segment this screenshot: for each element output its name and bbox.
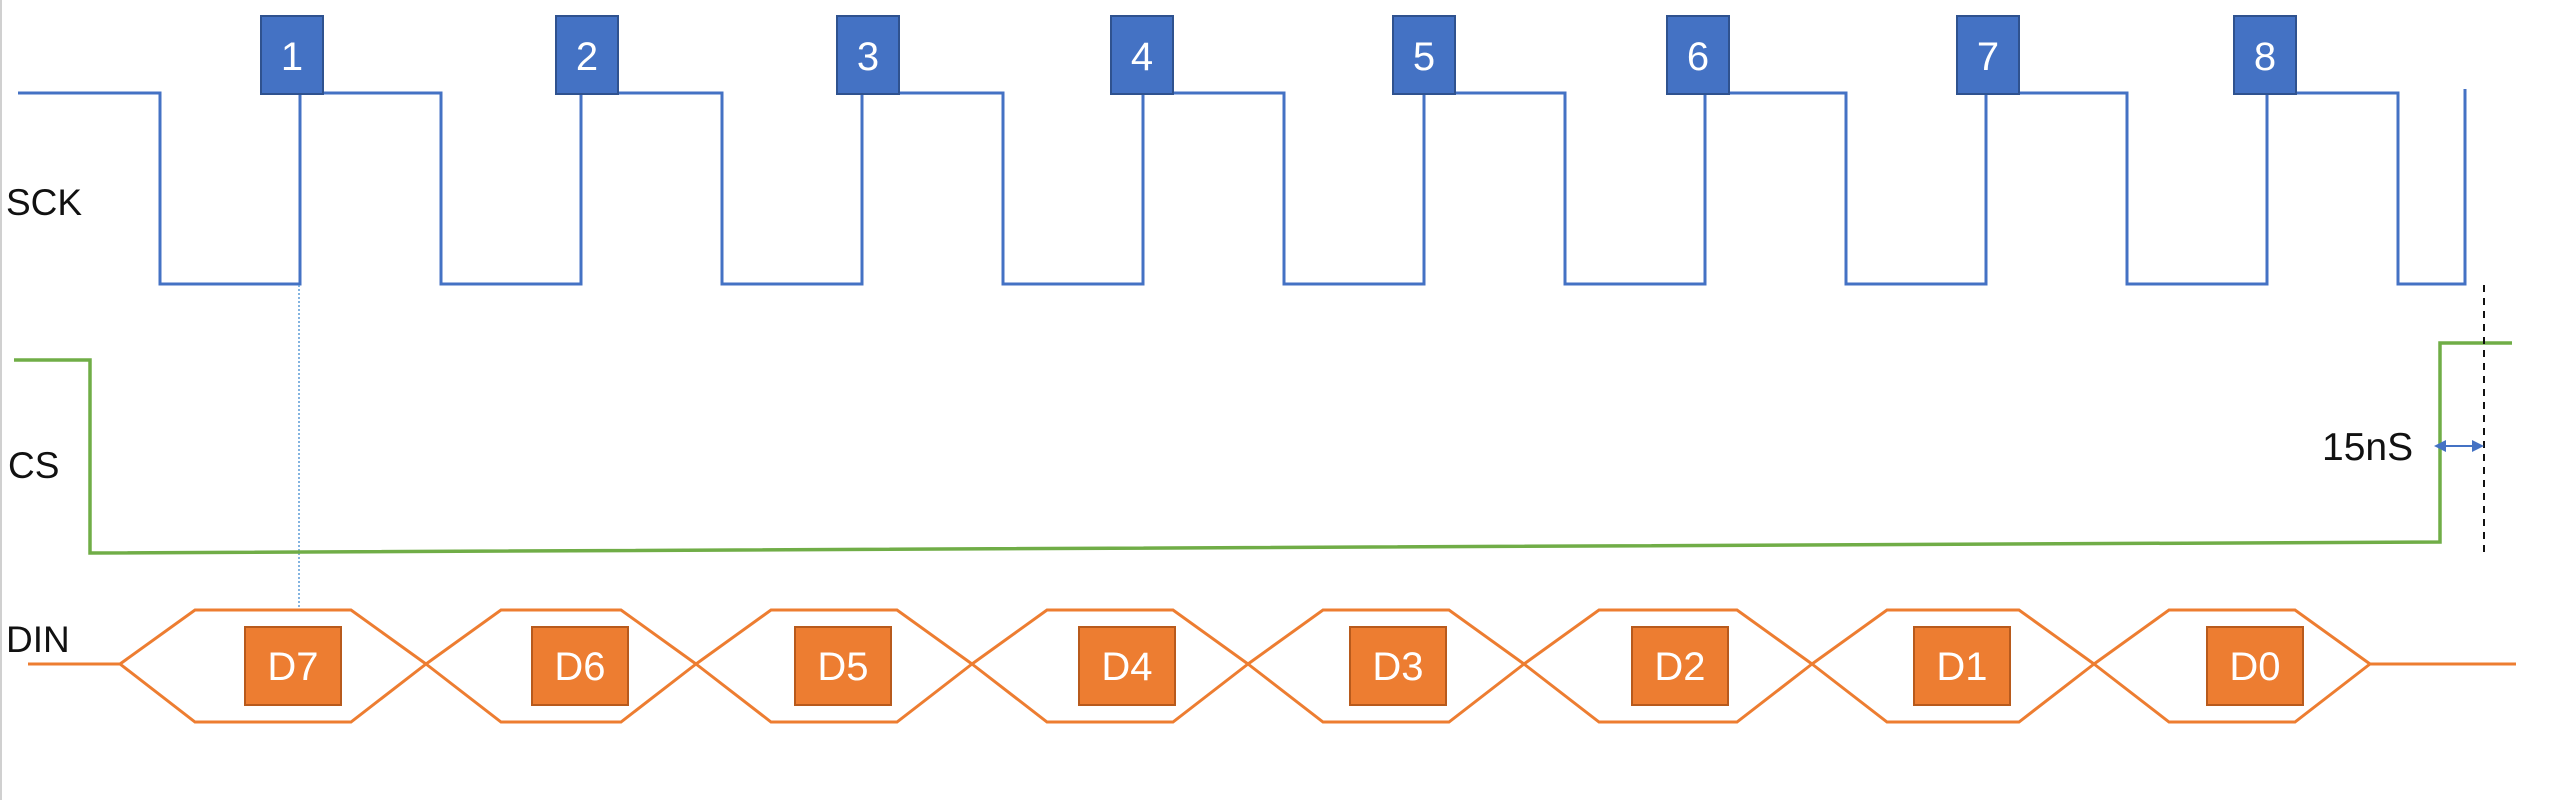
data-bit-box: D5 xyxy=(794,626,892,706)
data-bit-box: D2 xyxy=(1631,626,1729,706)
timing-note: 15nS xyxy=(2322,426,2413,469)
clock-edge-box: 8 xyxy=(2233,15,2297,95)
din-waveform xyxy=(28,608,2516,724)
clock-edge-rect xyxy=(555,15,619,95)
data-bit-boxes: D7 D6 D5 D4 D3 D2 D1 D0 xyxy=(244,626,2304,706)
clock-edge-label: 6 xyxy=(1687,35,1709,79)
din-eye-lines xyxy=(28,608,2516,724)
clock-edge-rect xyxy=(260,15,324,95)
data-bit-label: D4 xyxy=(1101,645,1152,689)
clock-edge-rect xyxy=(1392,15,1456,95)
din-label: DIN xyxy=(6,619,70,660)
data-bit-box: D7 xyxy=(244,626,342,706)
data-bit-label: D3 xyxy=(1372,645,1423,689)
cs-label: CS xyxy=(8,445,59,486)
sck-label: SCK xyxy=(6,182,82,223)
clock-edge-label: 2 xyxy=(576,35,598,79)
clock-edge-box: 3 xyxy=(836,15,900,95)
clock-edge-label: 5 xyxy=(1413,35,1435,79)
clock-edge-rect xyxy=(1956,15,2020,95)
clock-edge-label: 7 xyxy=(1977,35,1999,79)
data-bit-label: D1 xyxy=(1936,645,1987,689)
data-bit-rect xyxy=(2206,626,2304,706)
data-bit-rect xyxy=(244,626,342,706)
data-bit-box: D4 xyxy=(1078,626,1176,706)
clock-edge-label: 4 xyxy=(1131,35,1153,79)
clock-edge-label: 1 xyxy=(281,35,303,79)
data-bit-rect xyxy=(794,626,892,706)
data-bit-rect xyxy=(1078,626,1176,706)
clock-edge-box: 6 xyxy=(1666,15,1730,95)
data-bit-box: D3 xyxy=(1349,626,1447,706)
timing-arrow xyxy=(2434,440,2484,452)
data-bit-label: D2 xyxy=(1654,645,1705,689)
clock-edge-rect xyxy=(836,15,900,95)
sck-waveform xyxy=(18,89,2467,286)
cs-waveform xyxy=(14,341,2512,555)
data-bit-label: D0 xyxy=(2229,645,2280,689)
data-bit-box: D0 xyxy=(2206,626,2304,706)
data-bit-rect xyxy=(1631,626,1729,706)
clock-edge-box: 5 xyxy=(1392,15,1456,95)
clock-edge-boxes: 1 2 3 4 5 6 7 8 xyxy=(260,15,2297,95)
clock-edge-rect xyxy=(1110,15,1174,95)
clock-edge-box: 7 xyxy=(1956,15,2020,95)
data-bit-box: D1 xyxy=(1913,626,2011,706)
data-bit-label: D6 xyxy=(554,645,605,689)
data-bit-rect xyxy=(531,626,629,706)
data-bit-rect xyxy=(1913,626,2011,706)
clock-edge-rect xyxy=(2233,15,2297,95)
clock-edge-label: 8 xyxy=(2254,35,2276,79)
clock-edge-label: 3 xyxy=(857,35,879,79)
data-bit-box: D6 xyxy=(531,626,629,706)
clock-edge-box: 4 xyxy=(1110,15,1174,95)
clock-edge-rect xyxy=(1666,15,1730,95)
data-bit-label: D5 xyxy=(817,645,868,689)
data-bit-label: D7 xyxy=(267,645,318,689)
clock-edge-box: 1 xyxy=(260,15,324,95)
clock-edge-box: 2 xyxy=(555,15,619,95)
data-bit-rect xyxy=(1349,626,1447,706)
